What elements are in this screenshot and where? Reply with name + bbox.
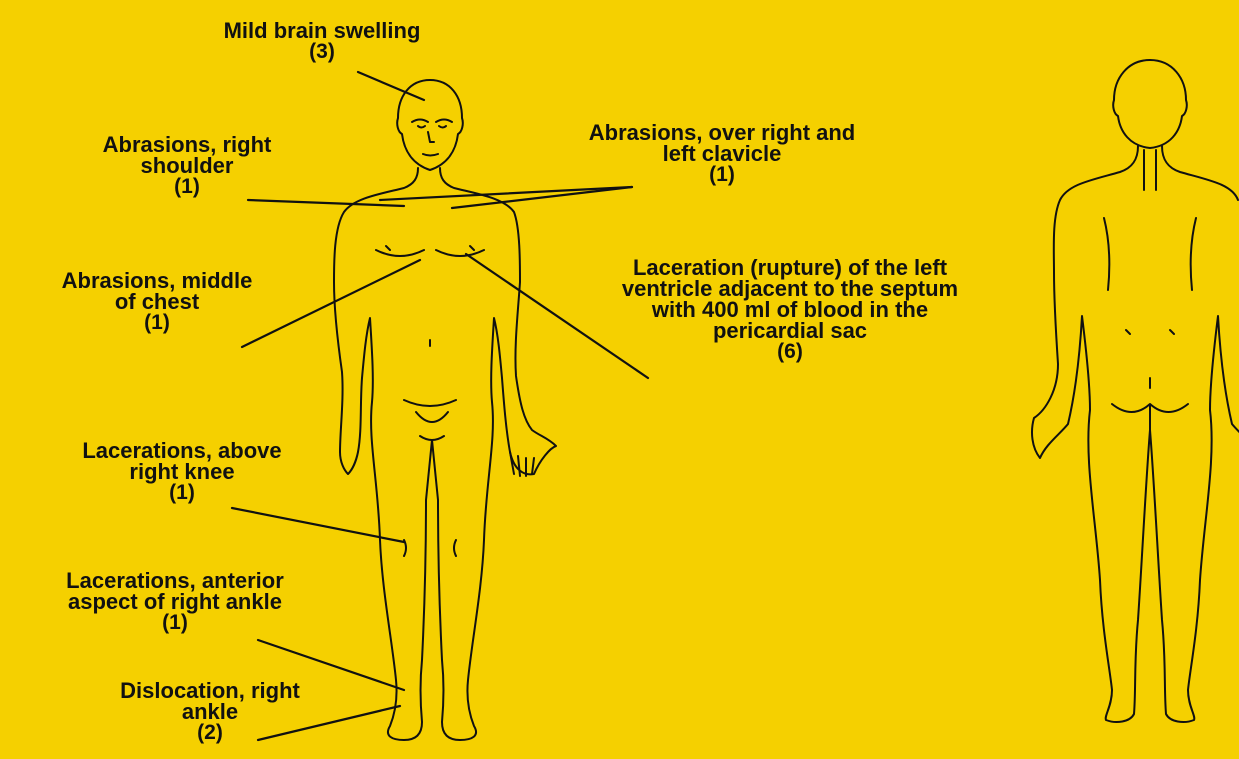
label-abrasions-shoulder: Abrasions, right shoulder (1) — [52, 134, 322, 197]
label-lacerations-ankle: Lacerations, anterior aspect of right an… — [0, 570, 350, 633]
front-body-details — [376, 246, 534, 556]
label-abrasions-chest: Abrasions, middle of chest (1) — [2, 270, 312, 333]
back-body-right-arm — [1162, 146, 1238, 200]
leader-clavicle-a — [380, 187, 632, 200]
leader-clavicle-b — [452, 187, 632, 208]
label-lacerations-knee: Lacerations, above right knee (1) — [22, 440, 342, 503]
back-body-details — [1104, 150, 1196, 434]
label-dislocation-ankle: Dislocation, right ankle (2) — [60, 680, 360, 743]
label-abrasions-clavicle: Abrasions, over right and left clavicle … — [512, 122, 932, 185]
back-body-figure — [1032, 60, 1239, 722]
front-face-features — [412, 120, 452, 156]
leader-brain — [358, 72, 424, 100]
label-brain-swelling: Mild brain swelling (3) — [172, 20, 472, 62]
back-body-outline — [1032, 146, 1239, 722]
label-laceration-heart: Laceration (rupture) of the left ventric… — [540, 257, 1040, 362]
back-head-outline — [1113, 60, 1187, 148]
